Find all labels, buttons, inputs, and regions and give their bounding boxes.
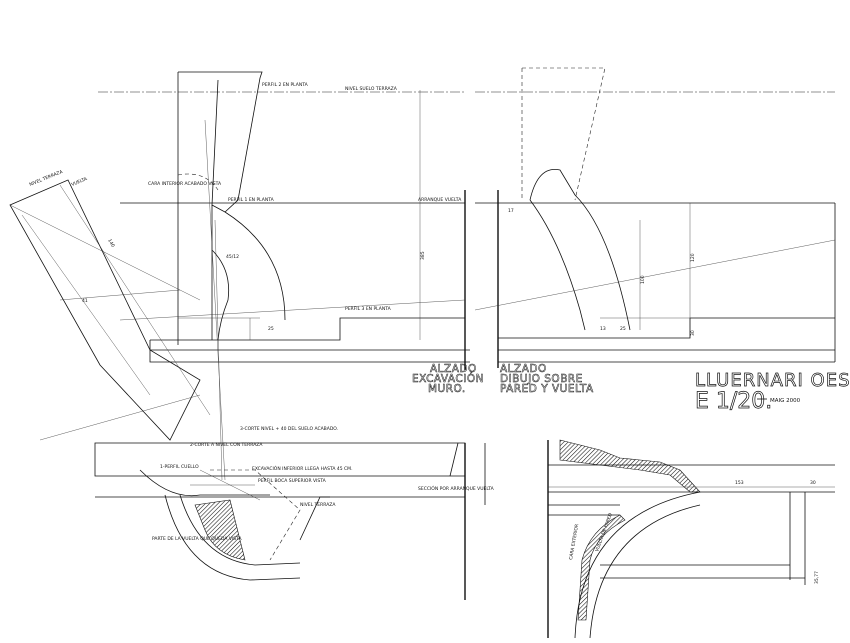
plan-outer-curve — [164, 494, 301, 581]
label-excavacion: EXCAVACIÓN INFERIOR LLEGA HASTA 45 CM. — [252, 465, 353, 472]
right-view-title-1: ALZADO — [500, 363, 547, 375]
shaft-axis — [21, 214, 151, 396]
section-line — [39, 394, 201, 441]
label-perfil3: PERFIL 3 EN PLANTA — [345, 306, 392, 312]
dim-120: 120 — [690, 253, 696, 262]
dim-25-right: 25 — [620, 326, 626, 332]
dim-385: 385 — [420, 251, 426, 260]
dim-153: 153 — [735, 480, 744, 486]
label-cara-interior: CARA INTERIOR ACABADO VISTA — [148, 181, 222, 187]
label-nivel-terraza-bottom: NIVEL TERRAZA — [300, 502, 336, 508]
label-seccion-por: SECCIÓN POR ARRANQUE VUELTA — [418, 485, 495, 492]
construction-line-right — [474, 239, 836, 311]
label-perfil1: PERFIL 1 EN PLANTA — [228, 197, 275, 203]
right-view-title-3: PARED Y VUELTA — [500, 383, 594, 395]
section-line — [9, 204, 201, 301]
dim-30-bottom: 30 — [810, 480, 816, 486]
dim-4512: 45/12 — [226, 254, 239, 260]
dim-17: 17 — [508, 208, 514, 214]
label-corte3: 3-CORTE NIVEL + 40 DEL SUELO ACABADO. — [240, 426, 338, 432]
inclined-shaft: NIVEL TERRAZA VUELTA 41 140 — [9, 169, 211, 441]
label-perfil-boca: PERFIL BOCA SUPERIOR VISTA — [258, 478, 327, 484]
plan-edge — [299, 496, 330, 541]
shaft-profile — [178, 71, 263, 213]
section-inner-arc — [589, 504, 701, 639]
main-title: LLUERNARI OEST. — [695, 370, 850, 391]
label-arranque-vuelta: ARRANQUE VUELTA — [418, 197, 462, 203]
profile-right — [529, 168, 631, 331]
bottom-right-section: 153 30 35,77 VUELTA DE PARED CARA EXTERI… — [547, 439, 835, 639]
left-view-title-1: ALZADO — [430, 363, 477, 375]
left-view-title-3: MURO. — [428, 383, 466, 395]
hatched-vault — [194, 499, 246, 561]
label-parte-vuelta: PARTE DE LA VUELTA QUE QUEDA VISTA — [152, 536, 243, 542]
construction-line — [204, 119, 226, 481]
section-line — [59, 289, 181, 301]
dim-41: 41 — [82, 298, 88, 304]
dim-13: 13 — [600, 326, 606, 332]
left-view-title-2: EXCAVACIÓN — [412, 372, 484, 385]
hatched-arc — [577, 514, 626, 621]
shaft-axis-2 — [59, 184, 211, 416]
dim-100: 100 — [640, 275, 646, 284]
label-corte2: 2-CORTE A NIVEL CON TERRAZA — [190, 442, 263, 448]
left-elevation-view: 385 NIVEL SUELO TERRAZA PERFIL 2 EN PLAN… — [98, 71, 470, 481]
date-label: MAIG 2000 — [770, 398, 801, 404]
label-cara-exterior: CARA EXTERIOR — [568, 524, 580, 561]
scale-label: E 1/20. — [695, 389, 772, 414]
label-nivel-terraza-left: NIVEL TERRAZA — [29, 169, 65, 188]
hatched-slab — [559, 439, 701, 493]
dim-30-right: 30 — [690, 330, 696, 336]
label-nivel-suelo-terraza: NIVEL SUELO TERRAZA — [345, 86, 398, 92]
title-block: ALZADO EXCAVACIÓN MURO. ALZADO DIBUJO SO… — [412, 363, 850, 415]
dim-3577: 35,77 — [814, 571, 820, 584]
label-perfil2: PERFIL 2 EN PLANTA — [262, 82, 309, 88]
vault-curve — [224, 211, 286, 321]
construction-line — [214, 219, 223, 481]
base-steps-right — [498, 317, 835, 339]
plan-curve-top — [139, 469, 270, 497]
label-vuelta: VUELTA — [71, 176, 89, 188]
plan-wall-edge — [449, 442, 459, 477]
dashed-top-profile — [177, 173, 219, 191]
label-perfil-cuello: 1-PERFIL CUELLO — [160, 464, 199, 470]
section-outer-arc — [574, 491, 701, 639]
dashed-shaft-right — [522, 67, 606, 201]
profile-right-inner — [529, 199, 586, 331]
bottom-left-plan: 3-CORTE NIVEL + 40 DEL SUELO ACABADO. 2-… — [94, 426, 495, 600]
construction-line — [119, 299, 466, 321]
dim-140: 140 — [106, 238, 116, 249]
plan-inner-curve — [179, 494, 301, 566]
dashed-cut — [210, 469, 301, 561]
dim-25: 25 — [268, 326, 274, 332]
inner-profile-curve — [211, 249, 230, 341]
right-view-title-2: DIBUJO SOBRE — [500, 373, 583, 385]
right-elevation-view: 120 100 25 13 30 17 — [474, 67, 836, 368]
floor-line — [149, 340, 470, 363]
base-steps — [150, 317, 465, 341]
shaft-outline — [9, 179, 201, 441]
